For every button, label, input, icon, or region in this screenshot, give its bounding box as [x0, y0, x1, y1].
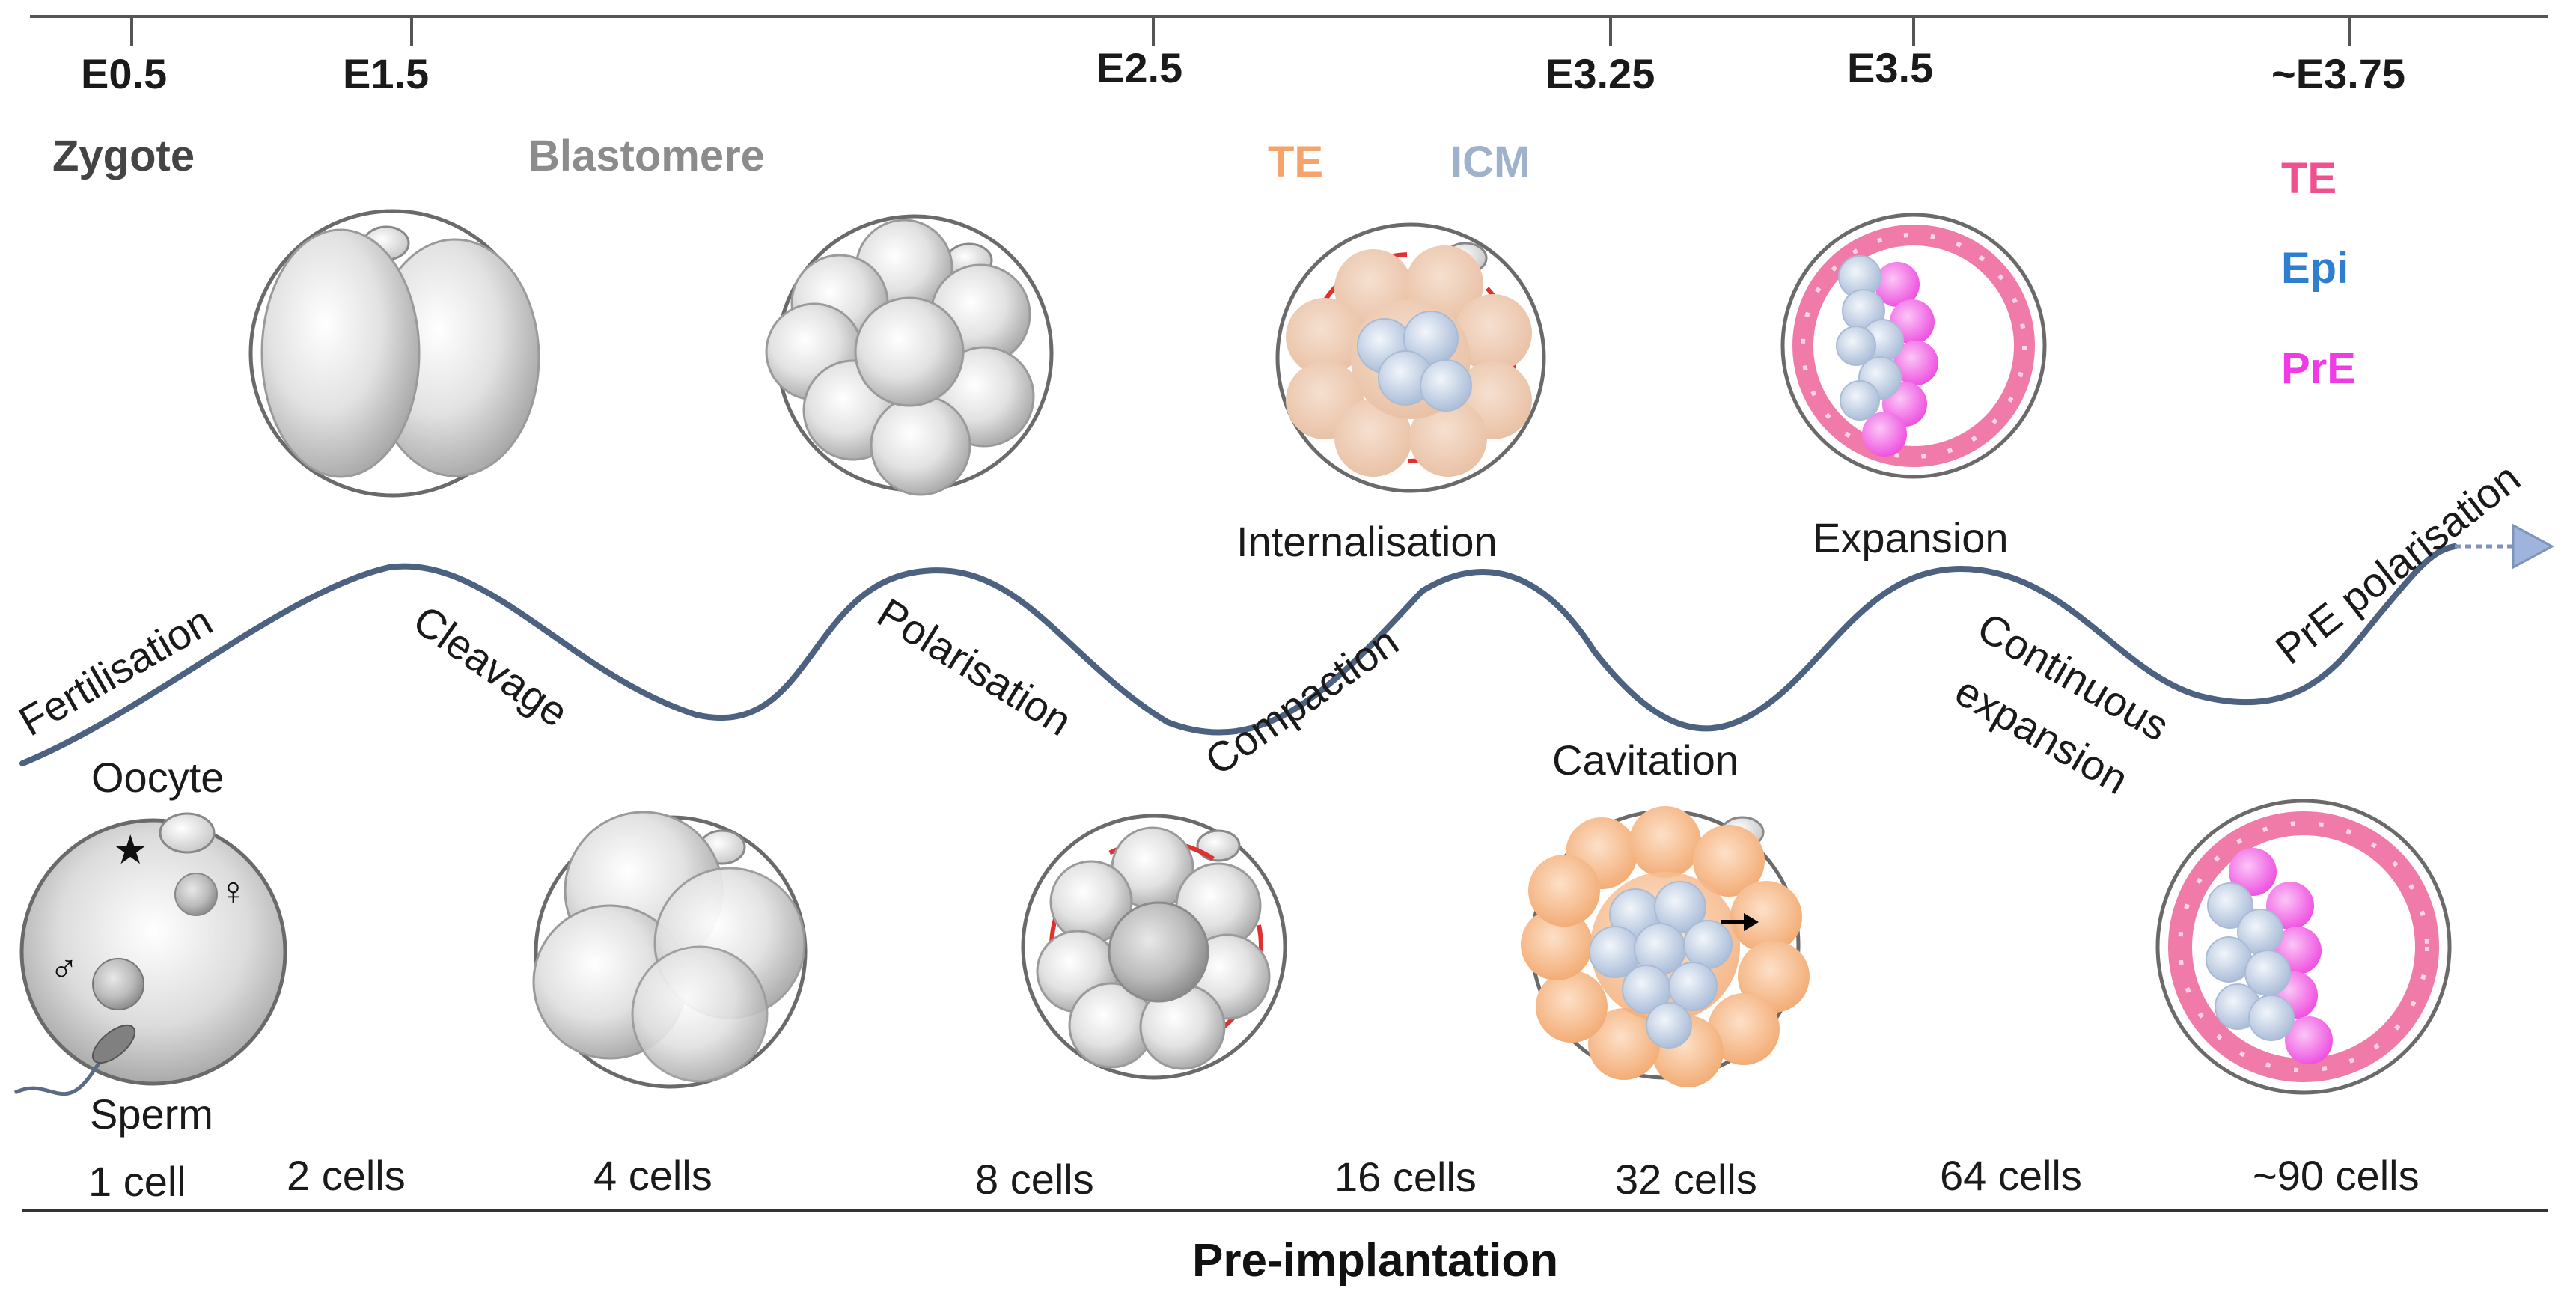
male-pronucleus-icon: [92, 958, 144, 1010]
female-symbol-icon: ♀: [219, 870, 248, 913]
phase-label: Pre-implantation: [1192, 1235, 1558, 1287]
oocyte-label: Oocyte: [91, 754, 224, 801]
four-cell-embryo: [532, 811, 808, 1089]
stage-label-e375: ~E3.75: [2271, 50, 2405, 97]
zygote-embryo: [13, 812, 287, 1096]
sperm-tail-icon: [13, 1055, 106, 1096]
process-expansion: Expansion: [1813, 514, 2009, 561]
process-polarisation: Polarisation: [870, 589, 1081, 745]
cell-count-4: 4 cells: [593, 1152, 712, 1199]
polar-body-icon: [159, 812, 216, 854]
internalisation-embryo: [1275, 222, 1546, 493]
stage-label-e325: E3.25: [1545, 50, 1655, 97]
process-internalisation: Internalisation: [1236, 518, 1498, 565]
process-cavitation: Cavitation: [1552, 736, 1739, 784]
cell-count-1: 1 cell: [88, 1158, 186, 1205]
te-label-top: TE: [1268, 138, 1323, 186]
two-cell-embryo: [248, 209, 540, 498]
cell-count-8: 8 cells: [975, 1156, 1094, 1203]
female-pronucleus-icon: [174, 873, 218, 916]
star-icon: ★: [112, 828, 148, 873]
cell-count-90: ~90 cells: [2253, 1152, 2420, 1199]
pre-label: PrE: [2281, 344, 2356, 393]
eight-cell-embryo: [765, 214, 1054, 496]
epi-label: Epi: [2281, 244, 2348, 293]
cell-count-64: 64 cells: [1940, 1152, 2082, 1199]
expansion-embryo: [1780, 213, 2047, 479]
stage-label-e25: E2.5: [1096, 44, 1182, 91]
sperm-head-icon: [91, 1024, 136, 1064]
male-symbol-icon: ♂: [49, 948, 79, 991]
developmental-wave: [19, 543, 2458, 766]
polarised-embryo: [1021, 814, 1287, 1080]
cavitation-embryo: [1521, 806, 1810, 1087]
cell-count-2: 2 cells: [287, 1152, 406, 1199]
late-blastocyst-embryo: [2155, 799, 2452, 1095]
zygote-label: Zygote: [52, 132, 195, 180]
process-cleavage: Cleavage: [405, 596, 577, 736]
process-pre-polarisation: PrE polarisation: [2267, 454, 2529, 673]
stage-label-e05: E0.5: [81, 50, 167, 97]
te-label-right: TE: [2281, 154, 2337, 203]
icm-label: ICM: [1450, 138, 1530, 186]
wave-arrow-head: [2512, 523, 2555, 570]
blastomere-label: Blastomere: [528, 132, 765, 180]
cell-count-32: 32 cells: [1615, 1156, 1757, 1203]
stage-label-e15: E1.5: [343, 50, 429, 97]
cell-count-16: 16 cells: [1334, 1153, 1477, 1200]
process-compaction: Compaction: [1197, 617, 1407, 784]
sperm-label: Sperm: [90, 1090, 213, 1138]
stage-label-e35: E3.5: [1847, 44, 1933, 91]
